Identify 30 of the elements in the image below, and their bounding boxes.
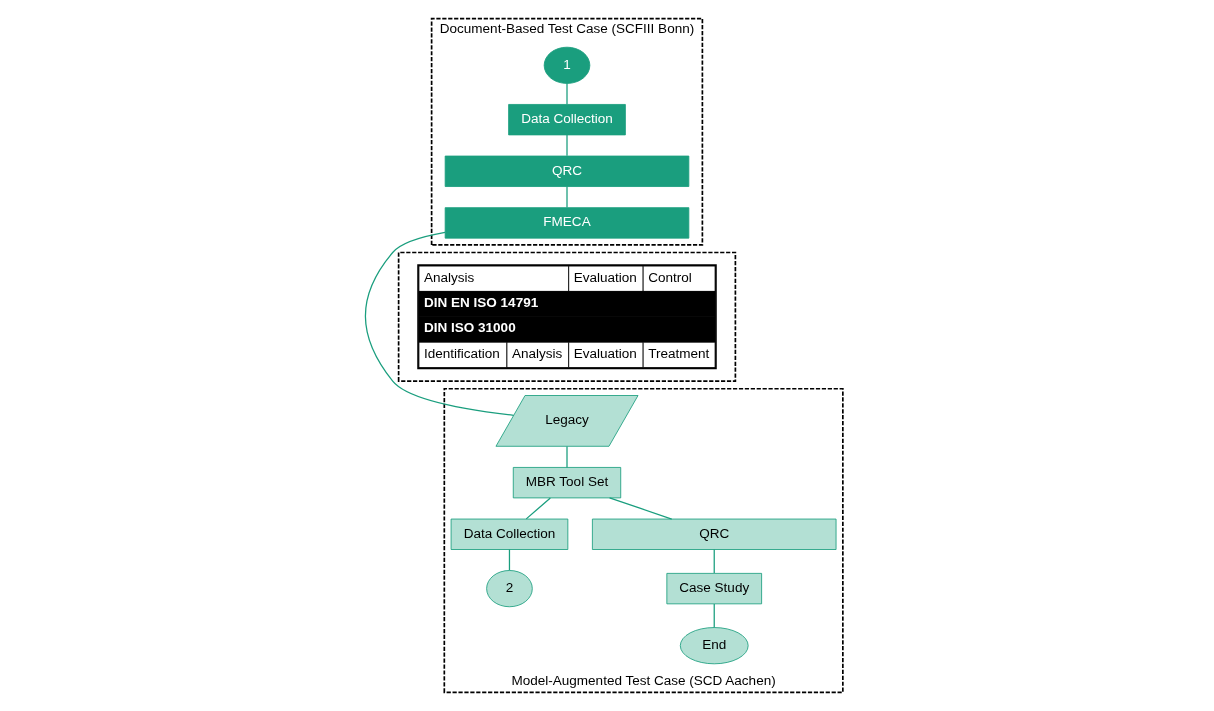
connector (565, 185, 568, 209)
node-box: QRC (591, 518, 836, 550)
connector (713, 603, 715, 629)
label: Treatment (647, 346, 709, 362)
connector (608, 497, 672, 520)
node-box: Data Collection (450, 518, 568, 550)
node-box: FMECA (444, 207, 689, 239)
connector (525, 497, 551, 520)
node-ellipse: 1 (543, 46, 590, 84)
node-box (397, 251, 736, 382)
node-ellipse: 2 (485, 570, 533, 608)
node-box: Data Collection (507, 104, 626, 136)
label: Analysis (423, 269, 474, 285)
label: Analysis (511, 346, 562, 362)
label: Evaluation (573, 346, 637, 362)
node-ellipse: End (679, 627, 749, 665)
connector (565, 82, 568, 105)
connector (364, 231, 514, 416)
connector (713, 548, 715, 574)
label: DIN EN ISO 14791 (423, 294, 538, 310)
node-box: QRC (444, 155, 689, 187)
connector (565, 445, 568, 469)
label: Control (647, 269, 692, 285)
label: Evaluation (573, 269, 637, 285)
node-box: MBR Tool Set (512, 467, 621, 499)
connector (565, 134, 568, 157)
label: DIN ISO 31000 (423, 319, 516, 335)
connector (508, 548, 510, 572)
label: Identification (423, 346, 500, 362)
node-box: Case Study (665, 572, 762, 605)
